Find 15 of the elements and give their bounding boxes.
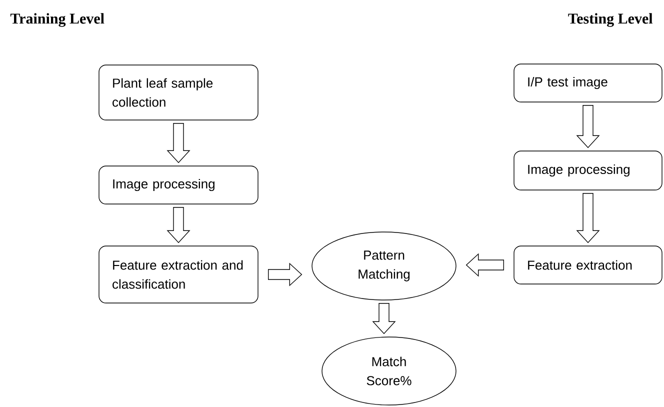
process-box: I/P test image <box>514 64 662 102</box>
block-arrow <box>576 193 600 244</box>
block-arrow <box>166 207 190 244</box>
heading: Training Level <box>10 13 104 27</box>
block-arrow <box>166 123 190 164</box>
block-arrow <box>268 262 302 286</box>
block-arrow <box>576 105 600 148</box>
process-box: Feature extraction and classification <box>98 246 258 304</box>
process-box: Plant leaf sample collection <box>98 64 258 120</box>
process-box: Feature extraction <box>514 246 662 284</box>
block-arrow <box>372 303 396 334</box>
process-box: Image processing <box>98 166 258 204</box>
heading: Testing Level <box>568 13 653 27</box>
block-arrow <box>466 253 504 277</box>
process-box: Image processing <box>514 150 662 190</box>
